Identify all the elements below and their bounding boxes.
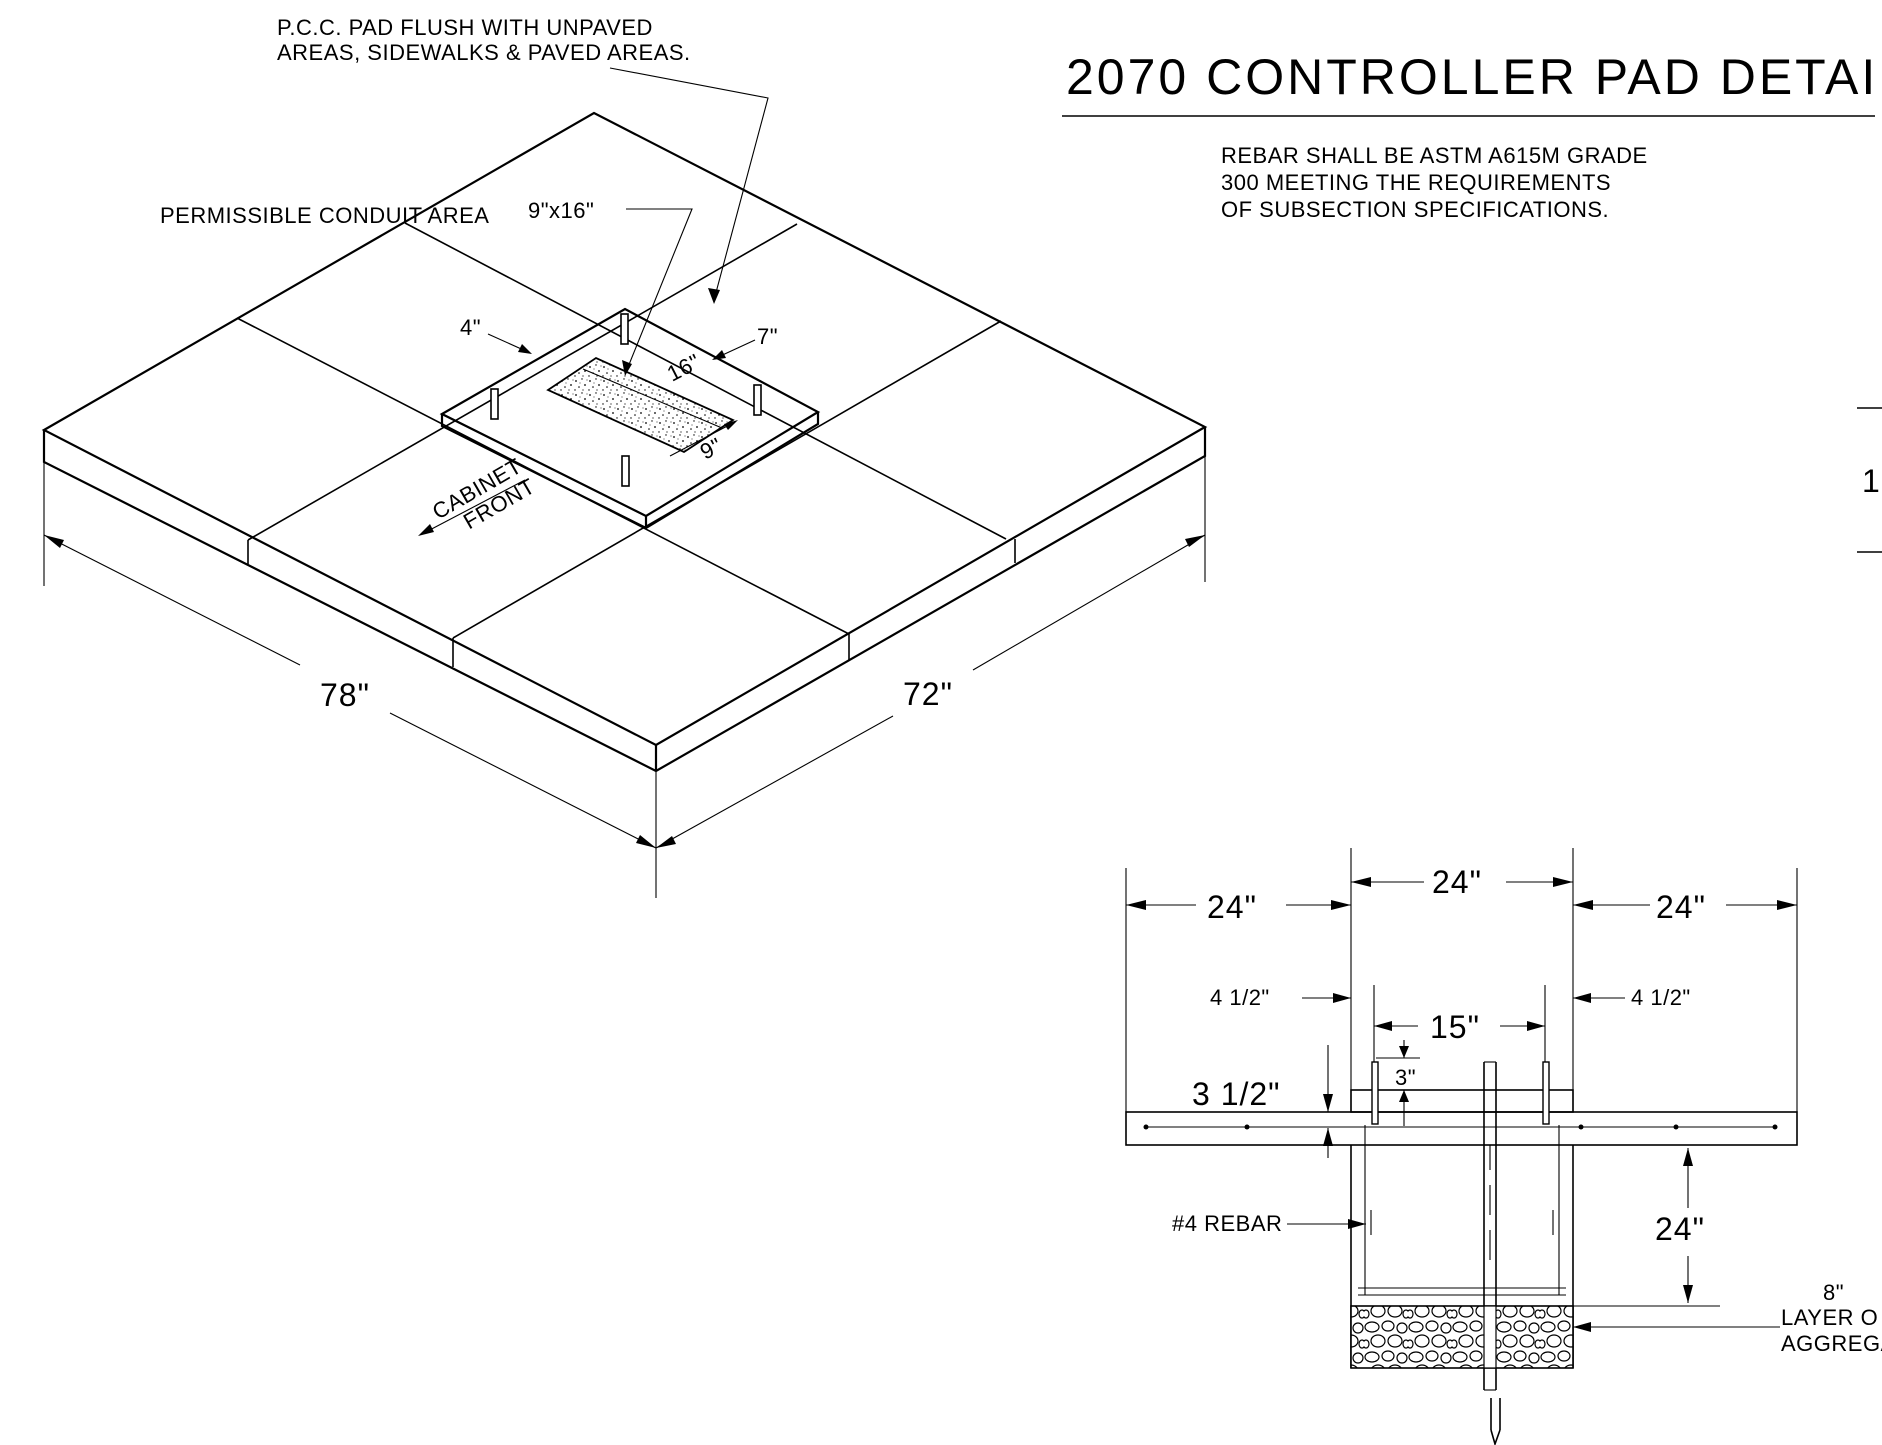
dim-72-line-a <box>655 715 894 849</box>
anchor-bolt-2 <box>490 388 499 420</box>
pcc-callout-line-2: AREAS, SIDEWALKS & PAVED AREAS. <box>277 40 691 65</box>
title-block: 2070 CONTROLLER PAD DETAILS REBAR SHALL … <box>1062 49 1882 222</box>
edge-fragment-text: 1 <box>1862 463 1881 499</box>
section-bolt-right <box>1542 1061 1550 1125</box>
rebar-note-line-3: OF SUBSECTION SPECIFICATIONS. <box>1221 197 1609 222</box>
dim-24-center: 24" <box>1432 864 1482 900</box>
rebar-note-line-1: REBAR SHALL BE ASTM A615M GRADE <box>1221 143 1648 168</box>
edge-fragment: 1 <box>1857 407 1882 553</box>
section-slab <box>1125 1111 1798 1146</box>
section-bolt-left <box>1371 1061 1379 1125</box>
aggregate-label-line-3: AGGREGA <box>1781 1331 1882 1356</box>
dim-7-iso: 7" <box>757 324 778 349</box>
conduit-callout-label: PERMISSIBLE CONDUIT AREA <box>160 203 489 228</box>
dim-3-5: 3 1/2" <box>1192 1076 1281 1112</box>
conduit-area <box>546 356 735 454</box>
grid-line-c <box>247 223 798 541</box>
dim-72: 72" <box>903 676 953 712</box>
rebar-label: #4 REBAR <box>1172 1211 1282 1236</box>
dim-24-right: 24" <box>1656 889 1706 925</box>
aggregate-label-line-1: 8" <box>1823 1280 1844 1305</box>
dim-4-iso: 4" <box>460 315 481 340</box>
dim-78-line-b <box>389 712 657 849</box>
pcc-callout-line-1: P.C.C. PAD FLUSH WITH UNPAVED <box>277 15 653 40</box>
anchor-bolt-3 <box>753 384 762 416</box>
section-view: 24" 24" 24" 4 1/2" 4 1/2" 15" 3" <box>1125 848 1882 1445</box>
dim-16-iso: 16" <box>663 349 704 387</box>
dim-4-5-left: 4 1/2" <box>1210 985 1270 1010</box>
dim-78-line-a <box>43 534 301 666</box>
dim-78: 78" <box>320 677 370 713</box>
rebar-note-line-2: 300 MEETING THE REQUIREMENTS <box>1221 170 1611 195</box>
page-title: 2070 CONTROLLER PAD DETAILS <box>1066 49 1882 105</box>
dim-24-depth: 24" <box>1655 1211 1705 1247</box>
aggregate-label-line-2: LAYER O <box>1781 1305 1878 1330</box>
anchor-bolt-4 <box>621 455 630 487</box>
dim-72-line-b <box>972 534 1206 671</box>
dim-24-left: 24" <box>1207 889 1257 925</box>
dim-4-5-right: 4 1/2" <box>1631 985 1691 1010</box>
anchor-bolt-1 <box>620 313 629 345</box>
aggregate-layer <box>1350 1305 1574 1369</box>
section-raised-pad <box>1350 1089 1574 1113</box>
grid-line-b <box>404 222 1007 540</box>
dim-3: 3" <box>1395 1065 1416 1090</box>
isometric-pad-view: P.C.C. PAD FLUSH WITH UNPAVED AREAS, SID… <box>41 15 1208 898</box>
conduit-callout-size: 9"x16" <box>528 198 594 223</box>
dim-15: 15" <box>1430 1009 1480 1045</box>
